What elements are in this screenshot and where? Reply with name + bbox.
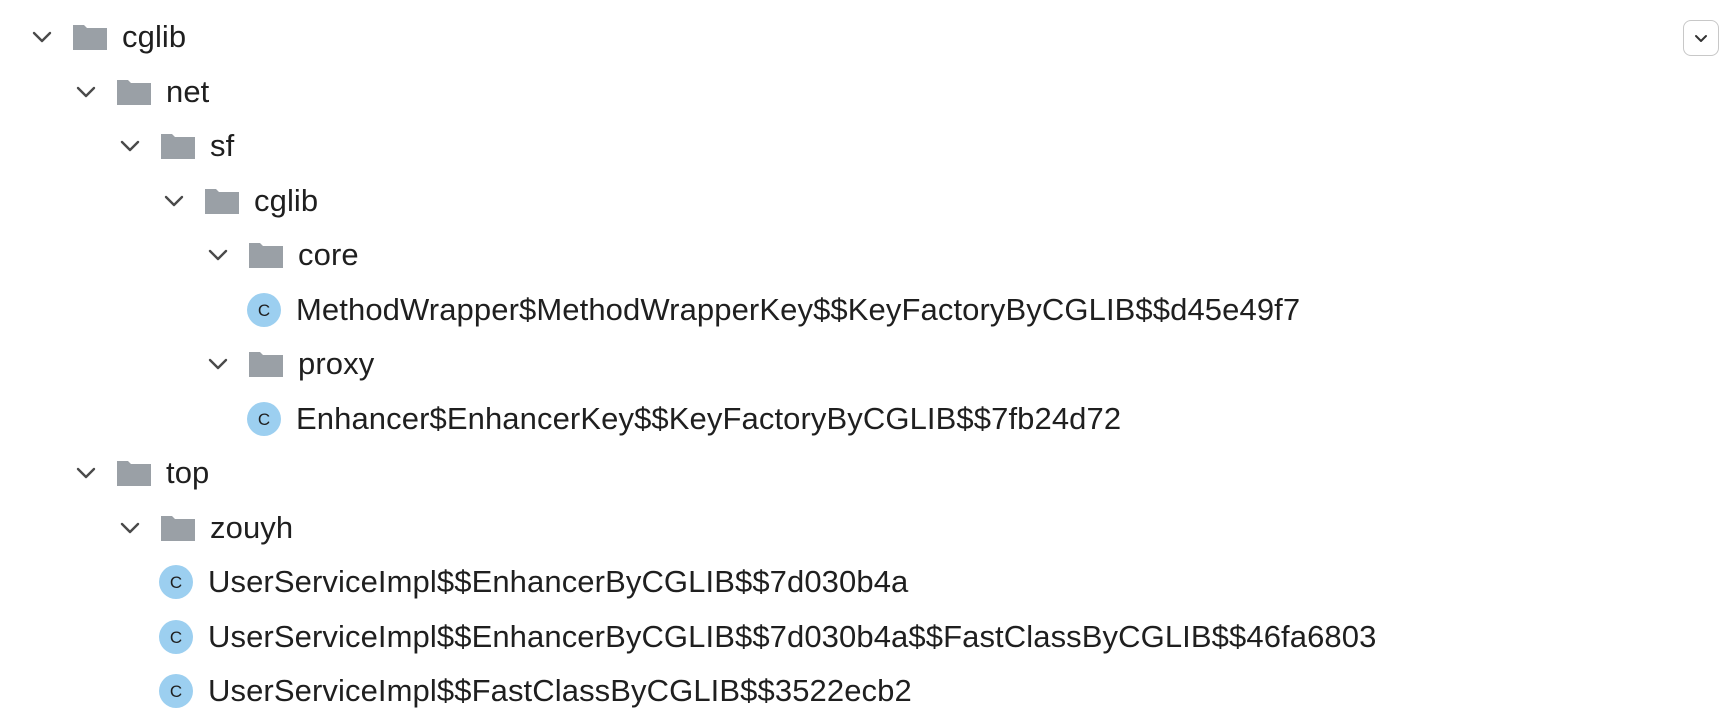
class-c-icon: C <box>159 619 193 654</box>
tree-item-label: MethodWrapper$MethodWrapperKey$$KeyFacto… <box>296 291 1301 327</box>
tree-folder-row[interactable]: cglib <box>0 10 1734 65</box>
class-c-icon: C <box>159 674 193 709</box>
tree-class-row[interactable]: C UserServiceImpl$$FastClassByCGLIB$$3522… <box>0 664 1734 719</box>
chevron-down-icon[interactable] <box>204 350 232 378</box>
folder-icon <box>249 352 283 378</box>
tree-item-label: UserServiceImpl$$EnhancerByCGLIB$$7d030b… <box>208 564 909 600</box>
collapse-all-button[interactable] <box>1683 20 1719 56</box>
tree-class-row[interactable]: C UserServiceImpl$$EnhancerByCGLIB$$7d030… <box>0 610 1734 665</box>
tree-item-label: Enhancer$EnhancerKey$$KeyFactoryByCGLIB$… <box>296 400 1122 436</box>
chevron-down-icon <box>1695 35 1707 42</box>
svg-text:C: C <box>258 410 270 429</box>
tree-item-label: net <box>166 73 210 109</box>
folder-icon <box>161 134 195 160</box>
chevron-down-icon[interactable] <box>72 459 100 487</box>
tree-class-row[interactable]: C Enhancer$EnhancerKey$$KeyFactoryByCGLIB… <box>0 392 1734 447</box>
class-c-icon: C <box>247 401 281 436</box>
tree-item-label: cglib <box>122 19 187 55</box>
folder-icon <box>117 79 151 105</box>
tree-item-label: UserServiceImpl$$FastClassByCGLIB$$3522e… <box>208 673 912 709</box>
chevron-down-icon[interactable] <box>116 132 144 160</box>
tree-folder-row[interactable]: sf <box>0 119 1734 174</box>
tree-item-label: top <box>166 455 210 491</box>
tree-folder-row[interactable]: zouyh <box>0 501 1734 556</box>
svg-text:C: C <box>170 573 182 592</box>
folder-icon <box>205 188 239 214</box>
tree-class-row[interactable]: C MethodWrapper$MethodWrapperKey$$KeyFact… <box>0 283 1734 338</box>
tree-item-label: sf <box>210 128 235 164</box>
tree-item-label: proxy <box>298 346 375 382</box>
tree-item-label: zouyh <box>210 509 294 545</box>
tree-folder-row[interactable]: top <box>0 446 1734 501</box>
tree-folder-row[interactable]: proxy <box>0 337 1734 392</box>
folder-icon <box>73 25 107 51</box>
svg-text:C: C <box>170 628 182 647</box>
svg-text:C: C <box>258 301 270 320</box>
chevron-down-icon[interactable] <box>116 514 144 542</box>
chevron-down-icon[interactable] <box>28 23 56 51</box>
folder-icon <box>249 243 283 269</box>
tree-item-label: core <box>298 237 359 273</box>
tree-item-label: cglib <box>254 182 319 218</box>
tree-class-row[interactable]: C UserServiceImpl$$EnhancerByCGLIB$$7d030… <box>0 555 1734 610</box>
tree-folder-row[interactable]: cglib <box>0 174 1734 229</box>
chevron-down-icon[interactable] <box>160 187 188 215</box>
chevron-down-icon[interactable] <box>72 78 100 106</box>
svg-text:C: C <box>170 682 182 701</box>
tree-item-label: UserServiceImpl$$EnhancerByCGLIB$$7d030b… <box>208 618 1377 654</box>
class-c-icon: C <box>247 292 281 327</box>
folder-icon <box>117 461 151 487</box>
class-c-icon: C <box>159 565 193 600</box>
folder-icon <box>161 515 195 541</box>
tree-folder-row[interactable]: core <box>0 228 1734 283</box>
tree-folder-row[interactable]: net <box>0 65 1734 120</box>
chevron-down-icon[interactable] <box>204 241 232 269</box>
